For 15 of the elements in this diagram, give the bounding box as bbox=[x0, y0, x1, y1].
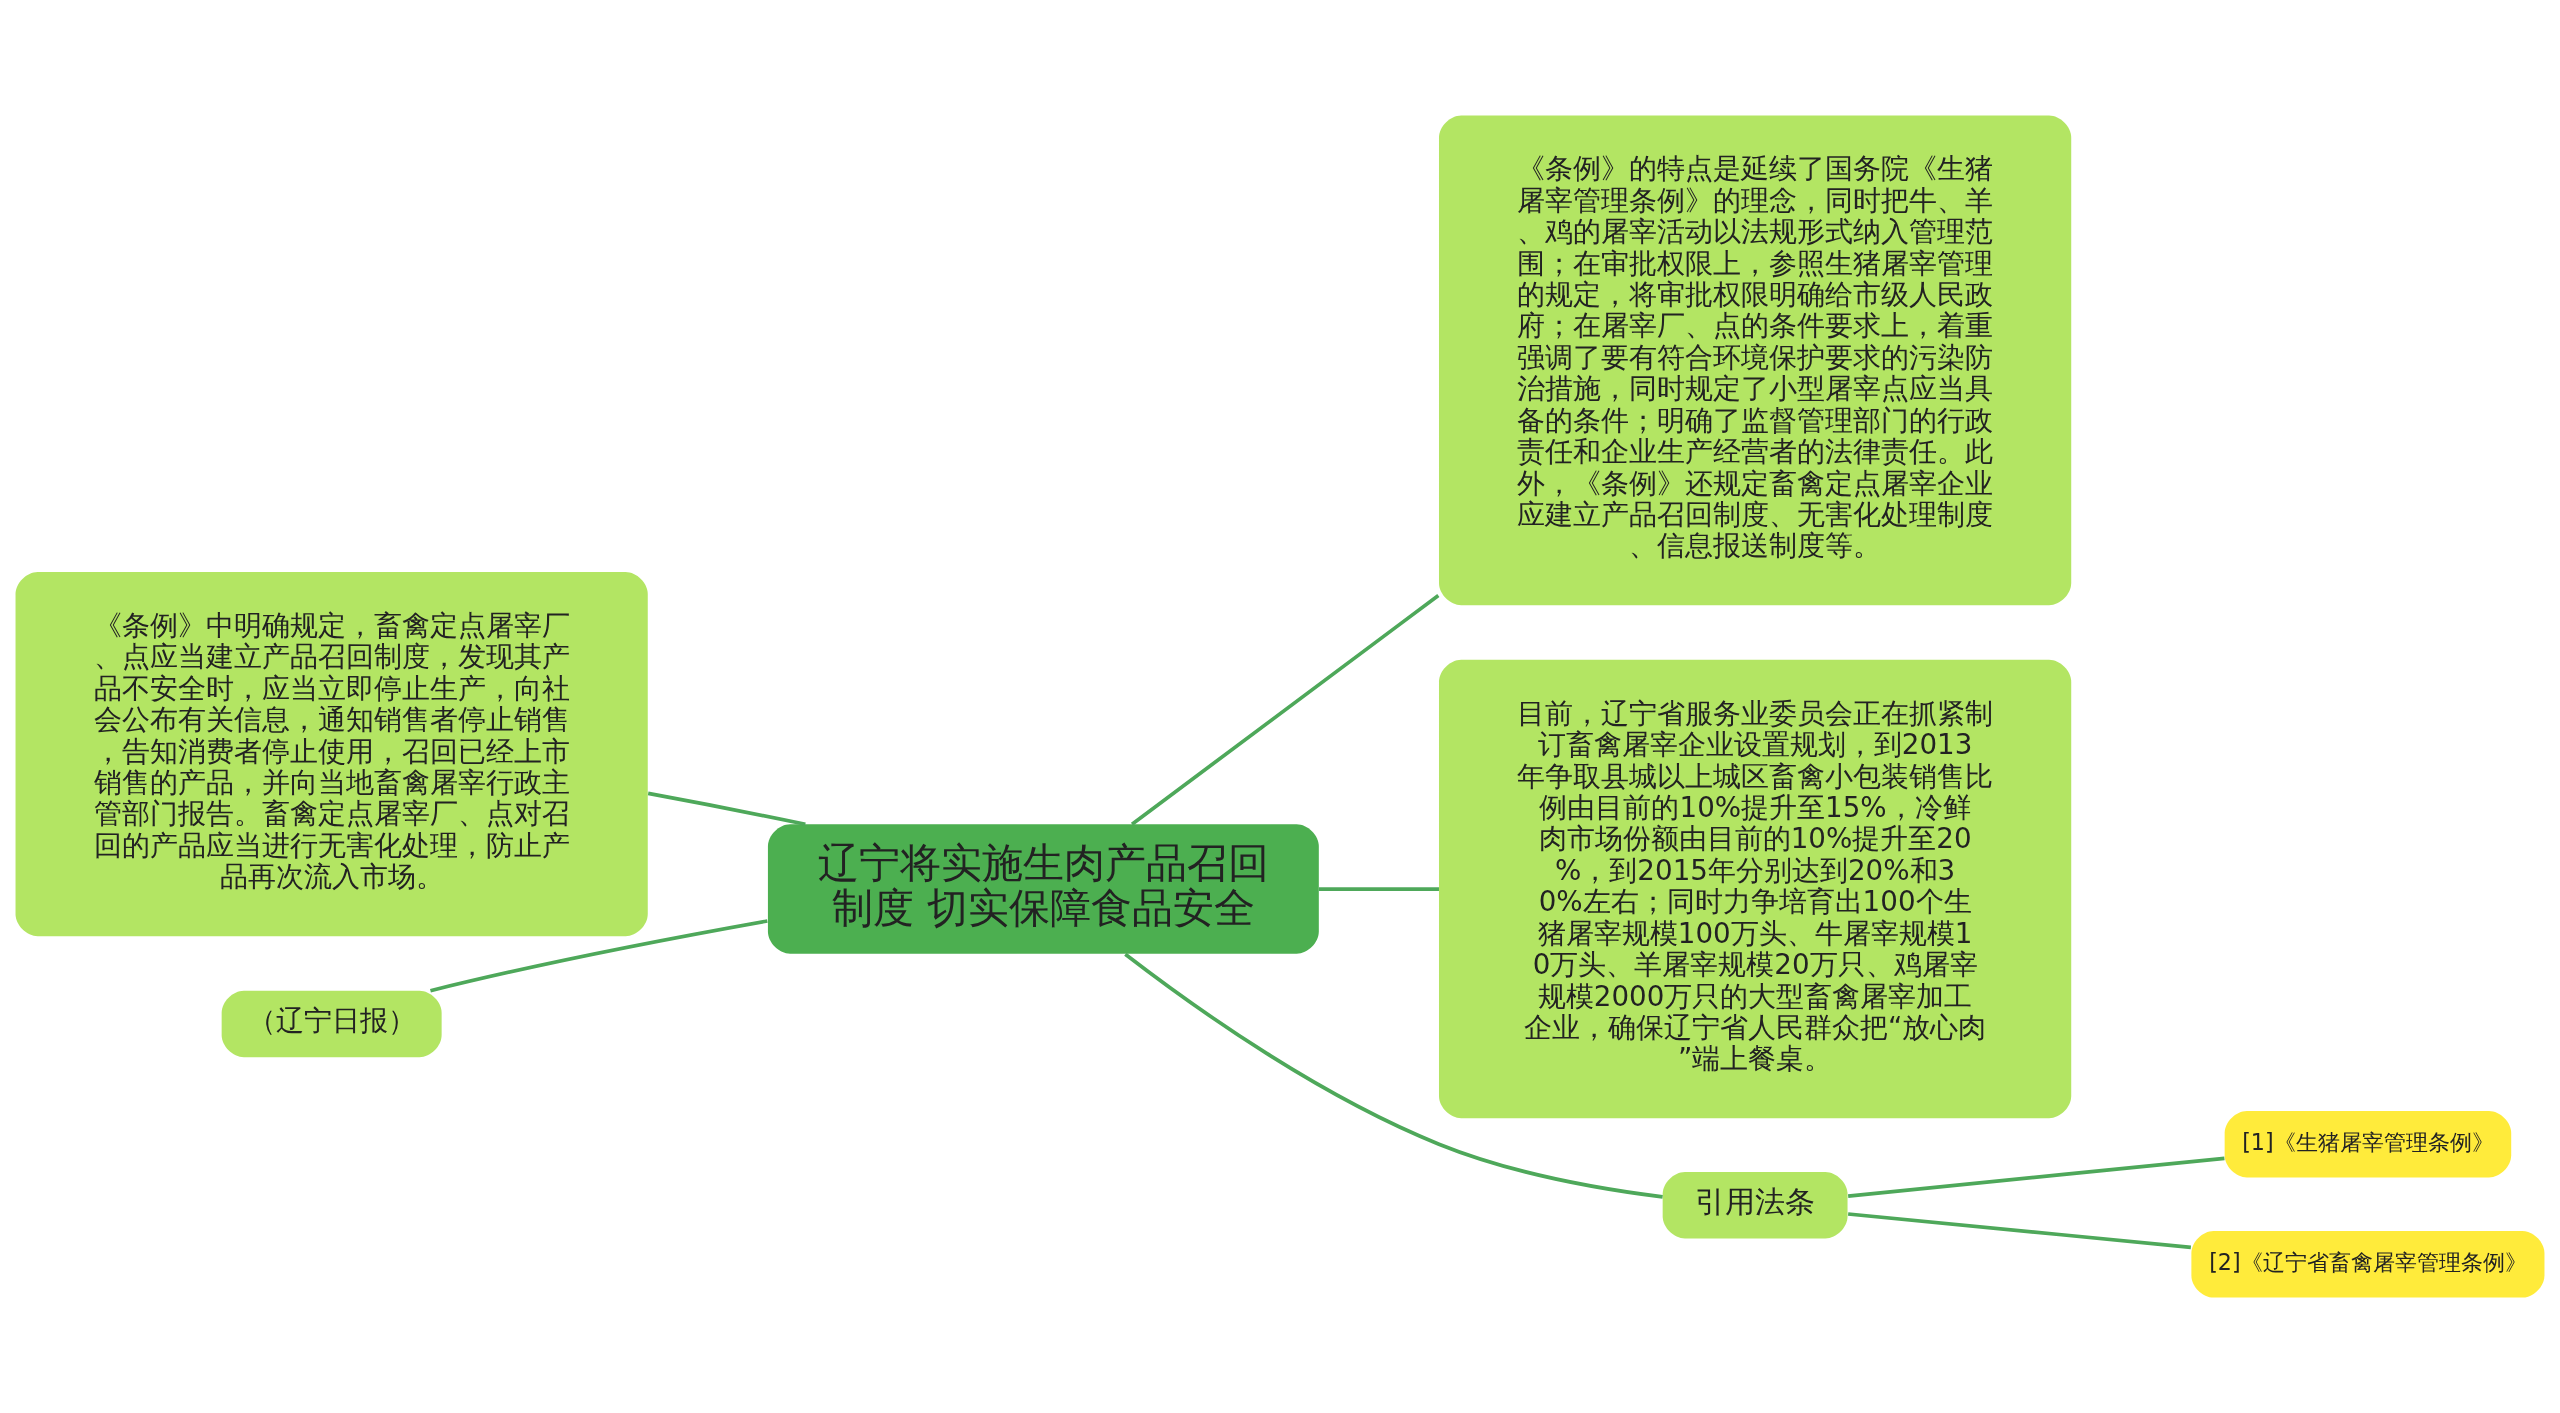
node-box: [2]《辽宁省畜禽屠宰管理条例》 bbox=[2191, 1231, 2545, 1298]
node-box: 《条例》中明确规定，畜禽定点屠宰厂、点应当建立产品召回制度，发现其产品不安全时，应当立即停止生产，向社会公布有关信息，通知销售者停止销售，告知消费者停止使用，召回已经上市销售的产品，并向当地畜禽屠宰行政主管部门报告。畜禽定点屠宰厂、点对召回的产品应当进行无害化处理，防止产品再次流入市场。 bbox=[15, 572, 648, 937]
node-box: 《条例》的特点是延续了国务院《生猪屠宰管理条例》的理念，同时把牛、羊、鸡的屠宰活动以法规形式纳入管理范围；在审批权限上，参照生猪屠宰管理的规定，将审批权限明确给市级人民政府；在屠宰厂、点的条件要求上，着重强调了要有符合环境保护要求的污染防治措施，同时规定了小型屠宰点应当具备的条件；明确了监督管理部门的行政责任和企业生产经营者的法律责任。此外，《条例》还规定畜禽定点屠宰企业应建立产品召回制度、无害化处理制度、信息报送制度等。 bbox=[1439, 115, 2072, 606]
node-box: [1]《生猪屠宰管理条例》 bbox=[2224, 1110, 2512, 1178]
connector bbox=[1318, 887, 1439, 891]
connector bbox=[1847, 1212, 2192, 1250]
node-box: 目前，辽宁省服务业委员会正在抓紧制订畜禽屠宰企业设置规划，到2013年争取县城以上城区畜禽小包装销售比例由目前的10%提升至15%，冷鲜肉市场份额由目前的10%提升至20%，到2015年分别达到20%和30%左右；同时力争培育出100个生猪屠宰规模100万头、牛屠宰规模10万头、羊屠宰规模20万只、鸡屠宰规模2000万只的大型畜禽屠宰加工企业，确保辽宁省人民群众把“放心肉”端上餐桌。 bbox=[1439, 659, 2072, 1119]
node-box: （辽宁日报） bbox=[221, 990, 442, 1058]
connector bbox=[1847, 1156, 2225, 1198]
connector bbox=[430, 919, 768, 993]
connector bbox=[647, 791, 806, 827]
node-box: 辽宁将实施生肉产品召回制度 切实保障食品安全 bbox=[767, 824, 1319, 954]
connector bbox=[1124, 952, 1663, 1199]
connector bbox=[1130, 594, 1440, 826]
node-box: 引用法条 bbox=[1662, 1171, 1848, 1239]
